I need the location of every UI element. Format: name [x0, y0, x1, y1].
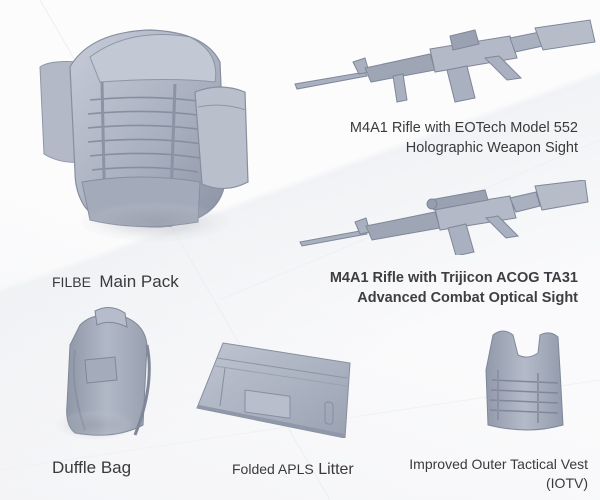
- m4a1-acog-line2: Advanced Combat Optical Sight: [357, 290, 578, 306]
- m4a1-eotech-line1: M4A1 Rifle with EOTech Model 552: [349, 120, 578, 136]
- duffle-shadow: [55, 410, 135, 440]
- filbe-main-pack-label: FILBE Main Pack: [52, 272, 179, 292]
- duffle-bag-label: Duffle Bag: [52, 458, 132, 477]
- litter-text: Litter: [318, 461, 354, 478]
- duffle-bag[interactable]: [55, 305, 165, 440]
- vest-icon: [485, 330, 564, 431]
- backpack-icon: [39, 29, 249, 228]
- main-pack-text: Main Pack: [99, 272, 179, 291]
- apls-litter[interactable]: [195, 338, 355, 438]
- iotv-label: Improved Outer Tactical Vest (IOTV): [409, 455, 588, 493]
- iotv-vest[interactable]: [478, 325, 568, 435]
- folded-litter-icon: [196, 342, 351, 438]
- iotv-line2: (IOTV): [546, 475, 588, 491]
- apls-litter-label: Folded APLS Litter: [232, 461, 354, 479]
- m4a1-acog-line1: M4A1 Rifle with Trijicon ACOG TA31: [329, 270, 578, 286]
- rifle-scope-icon: [299, 180, 589, 255]
- apls-prefix: Folded APLS: [232, 461, 314, 477]
- duffle-bag-icon: [66, 307, 151, 436]
- filbe-main-pack[interactable]: [30, 22, 260, 247]
- m4a1-eotech-line2: Holographic Weapon Sight: [405, 140, 578, 156]
- pack-shadow: [80, 202, 230, 242]
- m4a1-acog-label: M4A1 Rifle with Trijicon ACOG TA31 Advan…: [330, 268, 578, 308]
- m4a1-acog-rifle[interactable]: [290, 180, 590, 255]
- m4a1-eotech-label: M4A1 Rifle with EOTech Model 552 Hologra…: [350, 118, 578, 158]
- m4a1-eotech-rifle[interactable]: [285, 14, 600, 104]
- filbe-prefix: FILBE: [52, 274, 91, 290]
- rifle-icon: [294, 19, 596, 103]
- iotv-line1: Improved Outer Tactical Vest: [409, 456, 588, 472]
